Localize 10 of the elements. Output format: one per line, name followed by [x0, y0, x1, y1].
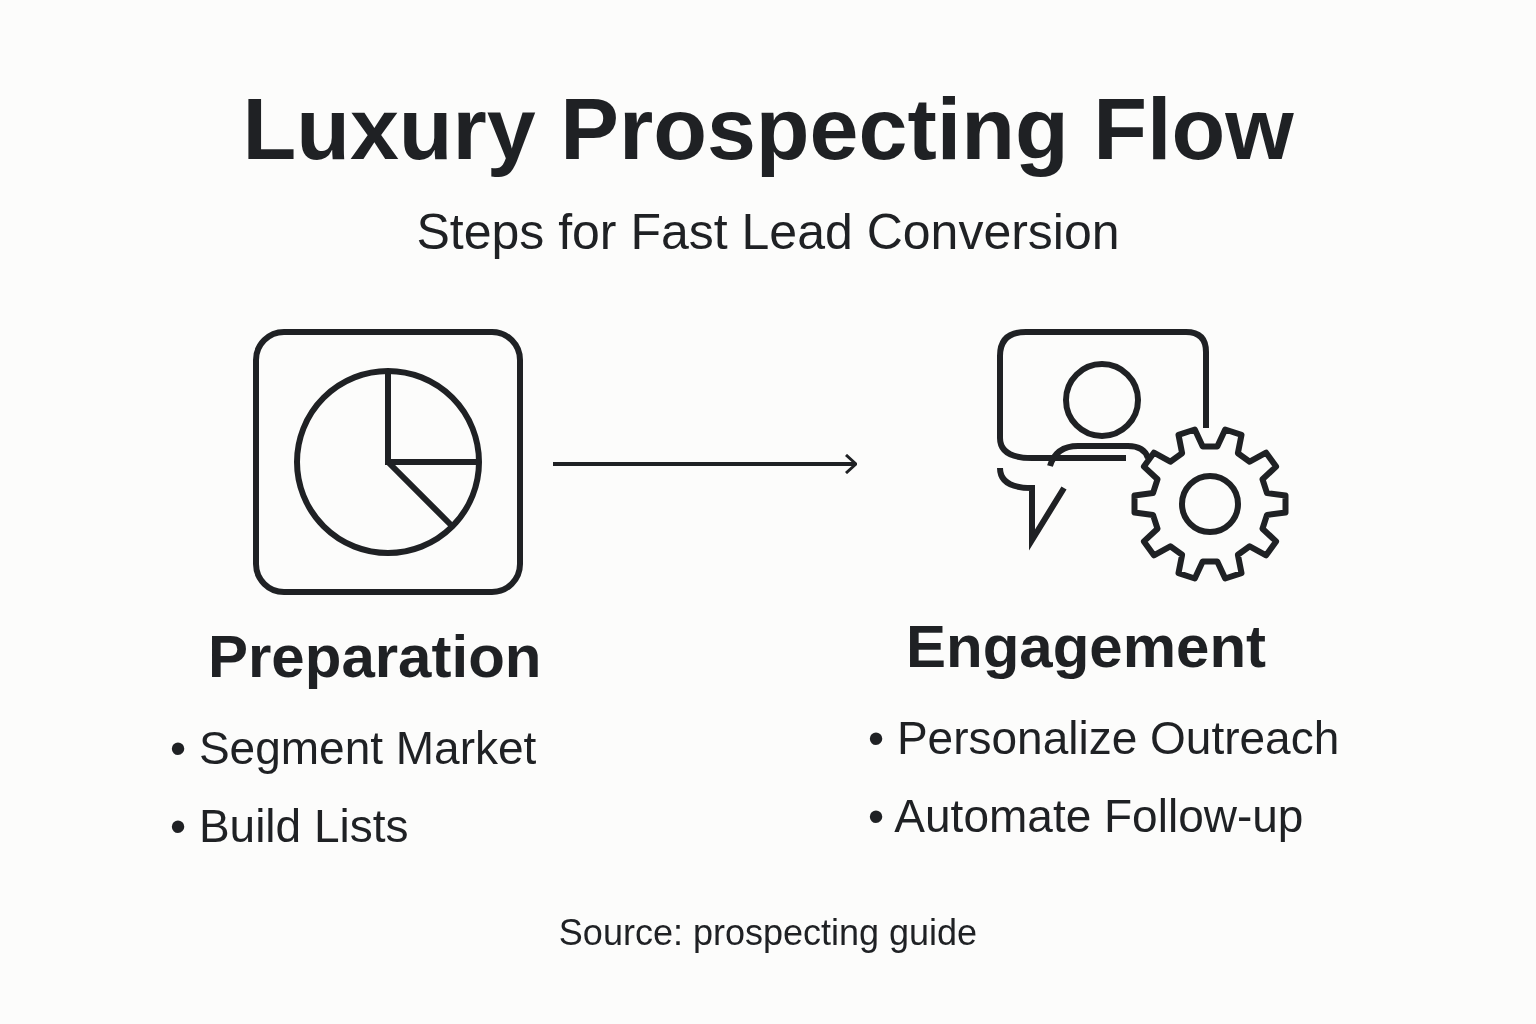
arrow	[553, 453, 858, 475]
list-item: • Personalize Outreach	[868, 711, 1340, 766]
title: Luxury Prospecting Flow	[241, 78, 1295, 180]
list-item: • Segment Market	[170, 721, 538, 776]
list-item: • Automate Follow-up	[868, 789, 1305, 844]
source-note: Source: prospecting guide	[557, 912, 979, 954]
list-item: • Build Lists	[170, 799, 410, 854]
step-heading: Preparation	[208, 622, 542, 691]
step-heading: Engagement	[906, 612, 1268, 681]
subtitle: Steps for Fast Lead Conversion	[415, 203, 1121, 261]
